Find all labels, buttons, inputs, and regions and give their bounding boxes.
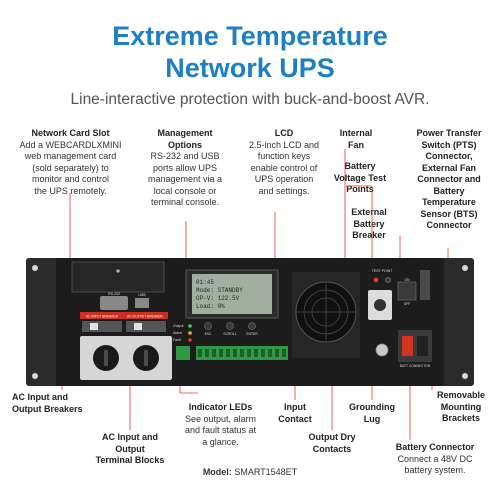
enter-key-label: ENTER — [246, 332, 258, 336]
output-led — [188, 324, 192, 328]
test-point-positive[interactable] — [373, 277, 379, 283]
internal-fan-icon — [295, 281, 357, 343]
breaker-on-label: ON — [405, 278, 411, 282]
output-dry-contacts[interactable] — [196, 346, 288, 360]
test-point-negative[interactable] — [385, 277, 391, 283]
headline-line-1: Extreme Temperature — [112, 21, 388, 51]
function-keys[interactable] — [204, 322, 256, 330]
headline-line-2: Network UPS — [165, 53, 335, 83]
callout-ac-breakers: AC Input and Output Breakers — [12, 392, 83, 414]
callout-indicator-leds: Indicator LEDs See output, alarm and fau… — [184, 402, 257, 447]
bts-connector[interactable] — [374, 299, 386, 311]
callout-battery-connector: Battery Connector Connect a 48V DC batte… — [395, 442, 475, 475]
scroll-key-label: SCROLL — [223, 332, 236, 336]
rs232-port[interactable] — [100, 296, 128, 310]
callout-lcd: LCD 2.5-inch LCD and function keys enabl… — [248, 128, 320, 196]
callout-network-card: Network Card Slot Add a WEBCARDLXMINI we… — [19, 128, 122, 196]
ac-input-breaker-label: AC INPUT BREAKER — [86, 315, 119, 319]
fault-led — [188, 338, 192, 342]
breaker-off-label: OFF — [404, 302, 411, 306]
alarm-led — [188, 331, 192, 335]
callout-internal-fan: Internal Fan — [339, 128, 373, 150]
alarm-led-label: Alarm — [173, 331, 182, 335]
lcd-screen — [192, 274, 272, 314]
callout-management-options: Management Options RS-232 and USB ports … — [147, 128, 223, 207]
callout-output-dry-contacts: Output Dry Contacts — [308, 432, 356, 454]
callout-battery-voltage-test: Battery Voltage Test Points — [333, 161, 387, 194]
test-point-label: TEST POINT — [372, 269, 393, 273]
callout-input-contact: Input Contact — [278, 402, 312, 424]
battery-connector[interactable] — [398, 330, 432, 362]
callout-grounding-lug: Grounding Lug — [349, 402, 395, 424]
callout-pts-connector: Power Transfer Switch (PTS) Connector, E… — [416, 128, 482, 230]
ac-terminal-blocks[interactable] — [93, 345, 159, 371]
breaker-label-strip — [80, 312, 168, 319]
output-led-label: Output — [173, 324, 184, 328]
usb-label: USB — [138, 293, 146, 297]
grounding-lug[interactable] — [375, 343, 389, 357]
esc-key-label: ESC — [205, 332, 212, 336]
usb-port[interactable] — [135, 298, 149, 308]
callout-ac-terminal-blocks: AC Input and Output Terminal Blocks — [95, 432, 165, 465]
input-contact-terminal[interactable] — [176, 346, 190, 360]
battery-connector-label: BATT CONNECTOR — [400, 364, 431, 368]
callout-mounting-brackets: Removable Mounting Brackets — [436, 390, 486, 423]
network-card-slot[interactable] — [71, 261, 165, 293]
lcd-line-mode: Mode: STANDBY — [196, 287, 243, 294]
pts-connector[interactable] — [420, 270, 430, 300]
lcd-line-time: 01:45 — [196, 279, 214, 286]
callout-external-battery-breaker: External Battery Breaker — [351, 207, 387, 240]
lcd-line-load: Load: 0% — [196, 303, 225, 310]
external-battery-breaker[interactable] — [397, 281, 417, 301]
bracket-holes — [32, 265, 468, 379]
model-number: Model: SMART1548ET — [202, 467, 298, 477]
ac-output-breaker-label: AC OUTPUT BREAKER — [127, 315, 163, 319]
ac-breakers[interactable] — [82, 321, 166, 332]
rs232-label: RS-232 — [108, 292, 120, 296]
fault-led-label: Fault — [173, 338, 181, 342]
subtitle: Line-interactive protection with buck-an… — [70, 91, 430, 108]
lcd-line-output-voltage: OP-V: 122.5V — [196, 295, 240, 302]
